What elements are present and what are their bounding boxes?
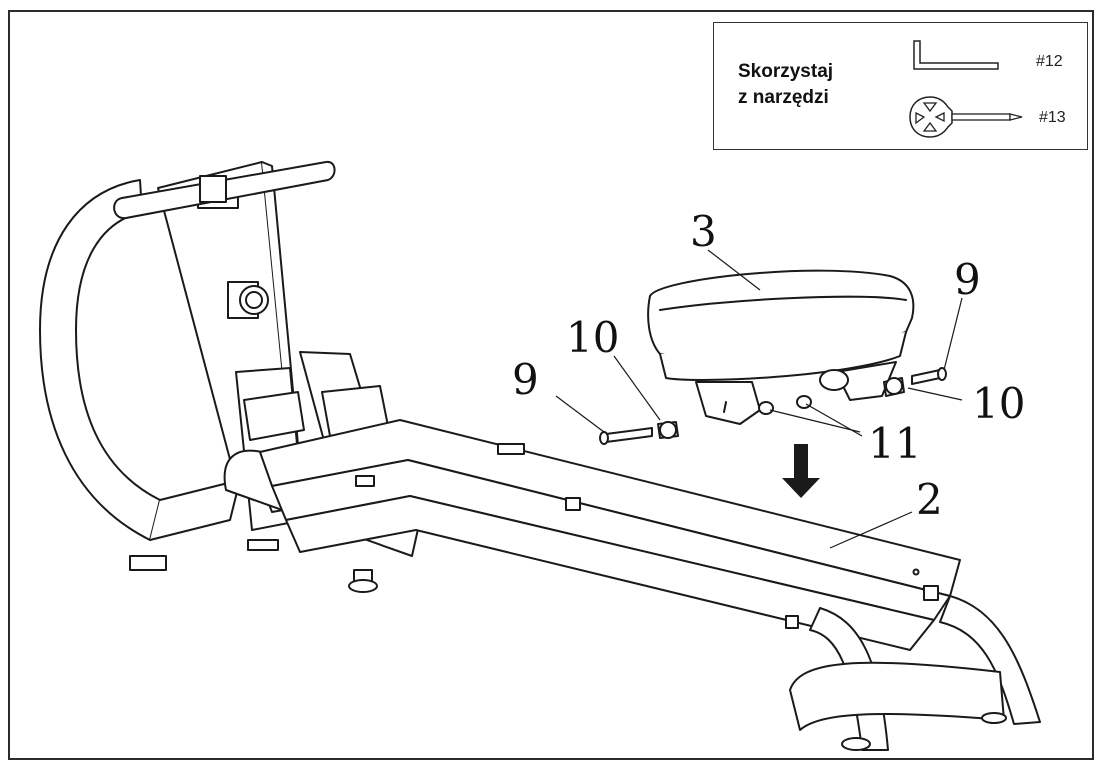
front-curved-frame [39,179,241,541]
tool-box-title-line2: z narzędzi [738,87,829,108]
nut-left [758,401,774,415]
label-part-11: 11 [868,419,921,468]
label-part-3: 3 [690,207,717,256]
tool-box-title-line1: Skorzystaj [738,61,834,82]
spacer-left [657,421,679,439]
label-part-9-left: 9 [512,355,539,404]
seat [647,269,915,425]
handlebar [113,160,336,220]
tool-code-12: #12 [1036,53,1063,70]
rear-legs [789,595,1041,751]
tool-code-13: #13 [1039,109,1066,126]
leader-lines [555,249,963,549]
tool-box: Skorzystaj z narzędzi #12 #13 [713,22,1088,150]
main-rail [259,419,961,651]
allen-key-icon [913,40,999,70]
bolt-right [911,367,947,385]
label-part-10-right: 10 [972,379,1025,428]
label-part-10-left: 10 [566,313,619,362]
spacer-right [883,377,905,397]
label-part-2: 2 [916,475,943,524]
bolt-left [599,427,653,445]
combination-wrench-icon [909,96,1023,138]
illustration-frame [8,10,1094,760]
down-arrow-icon [782,444,820,498]
label-part-9-right: 9 [954,255,981,304]
